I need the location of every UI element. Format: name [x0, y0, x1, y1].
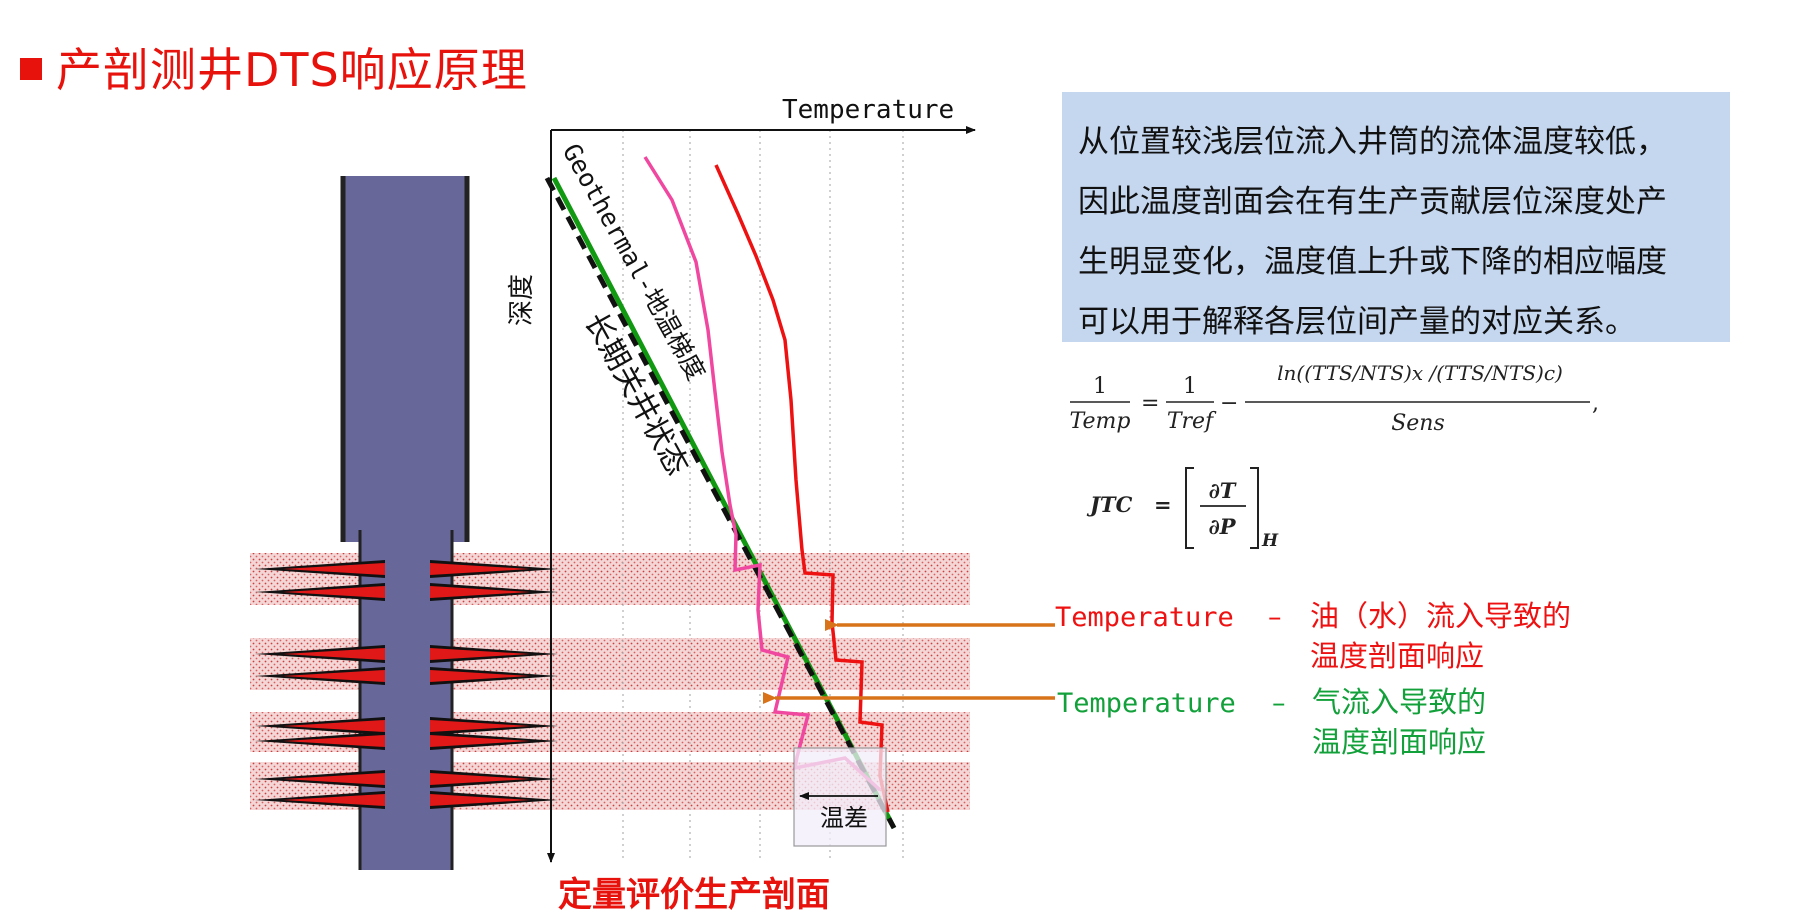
geothermal-gradient-line [551, 176, 897, 830]
page-title-text: 产剖测井DTS响应原理 [56, 43, 528, 97]
oil-water-temperature-curve [714, 164, 890, 813]
formula-minus: − [1220, 391, 1238, 416]
perforation-spike-fill [430, 773, 530, 785]
gas-annotation-dash: – [1272, 688, 1286, 719]
gas-annotation-line1: 气流入导致的 [1312, 685, 1486, 719]
perforation-spike-fill [430, 794, 530, 806]
formula-ln-numerator: ln((TTS/NTS)x /(TTS/NTS)c) [1277, 361, 1563, 385]
page-title: 产剖测井DTS响应原理 [20, 34, 528, 100]
perforations [255, 560, 558, 809]
formula-num1: 1 [1093, 374, 1107, 399]
title-bullet-icon [20, 58, 42, 80]
jtc-eq: = [1154, 492, 1172, 517]
explanation-line: 生明显变化，温度值上升或下降的相应幅度 [1078, 244, 1667, 280]
perforation-spike-fill [283, 670, 385, 682]
perforation-spike-fill [430, 648, 530, 660]
perforation-spike-fill [430, 735, 530, 747]
perforation-spike-fill [430, 563, 530, 575]
bottom-caption: 定量评价生产剖面 [558, 875, 830, 915]
temp-diff-label: 温差 [820, 804, 868, 832]
perforation-spike-fill [283, 586, 385, 598]
explanation-line: 因此温度剖面会在有生产贡献层位深度处产 [1078, 184, 1667, 220]
temperature-axis-label: Temperature [782, 95, 954, 125]
depth-axis-label: 深度 [507, 274, 537, 326]
formula-num2: 1 [1183, 374, 1197, 399]
temperature-gridlines [622, 130, 904, 860]
temp-diff-box [793, 747, 887, 847]
formula-den1: Temp [1070, 409, 1131, 434]
formula-comma: , [1592, 391, 1599, 416]
oil-water-annotation-line2: 温度剖面响应 [1310, 639, 1484, 673]
jtc-denominator: ∂P [1208, 514, 1236, 539]
gas-annotation-label: Temperature [1057, 688, 1236, 719]
jtc-numerator: ∂T [1209, 478, 1237, 503]
perforation-spike-fill [430, 586, 530, 598]
formula-ln-denominator: Sens [1391, 411, 1445, 436]
jtc-formula: JTC = ∂T ∂P H [1086, 467, 1279, 551]
perforation-spike-fill [283, 773, 385, 785]
oil-water-annotation-dash: – [1268, 602, 1282, 633]
perforation-spike-fill [430, 720, 530, 732]
perforation-spike-fill [283, 648, 385, 660]
jtc-subscript: H [1261, 531, 1279, 551]
perforation-spike-fill [283, 720, 385, 732]
temperature-formula: 1 Temp = 1 Tref − ln((TTS/NTS)x /(TTS/NT… [1070, 361, 1599, 436]
explanation-line: 从位置较浅层位流入井筒的流体温度较低， [1078, 124, 1667, 160]
jtc-lhs: JTC [1086, 492, 1133, 517]
formula-eq: = [1141, 391, 1159, 416]
wellbore [340, 176, 470, 870]
oil-water-annotation-line1: 油（水）流入导致的 [1310, 599, 1571, 633]
gas-temperature-curve [643, 156, 882, 792]
shut-in-profile-line [544, 176, 897, 830]
geothermal-label: Geothermal-地温梯度 [557, 139, 711, 385]
perforation-spike-fill [430, 670, 530, 682]
perforation-spike-fill [283, 735, 385, 747]
explanation-box: 从位置较浅层位流入井筒的流体温度较低， 因此温度剖面会在有生产贡献层位深度处产 … [1062, 92, 1730, 342]
tubing-lower [360, 530, 452, 870]
explanation-line: 可以用于解释各层位间产量的对应关系。 [1078, 304, 1636, 340]
gas-annotation-line2: 温度剖面响应 [1312, 725, 1486, 759]
casing-upper [343, 176, 467, 542]
oil-water-annotation-label: Temperature [1055, 602, 1234, 633]
formula-den2: Tref [1167, 409, 1217, 434]
perforation-spike-fill [283, 563, 385, 575]
perforation-spike-fill [283, 794, 385, 806]
